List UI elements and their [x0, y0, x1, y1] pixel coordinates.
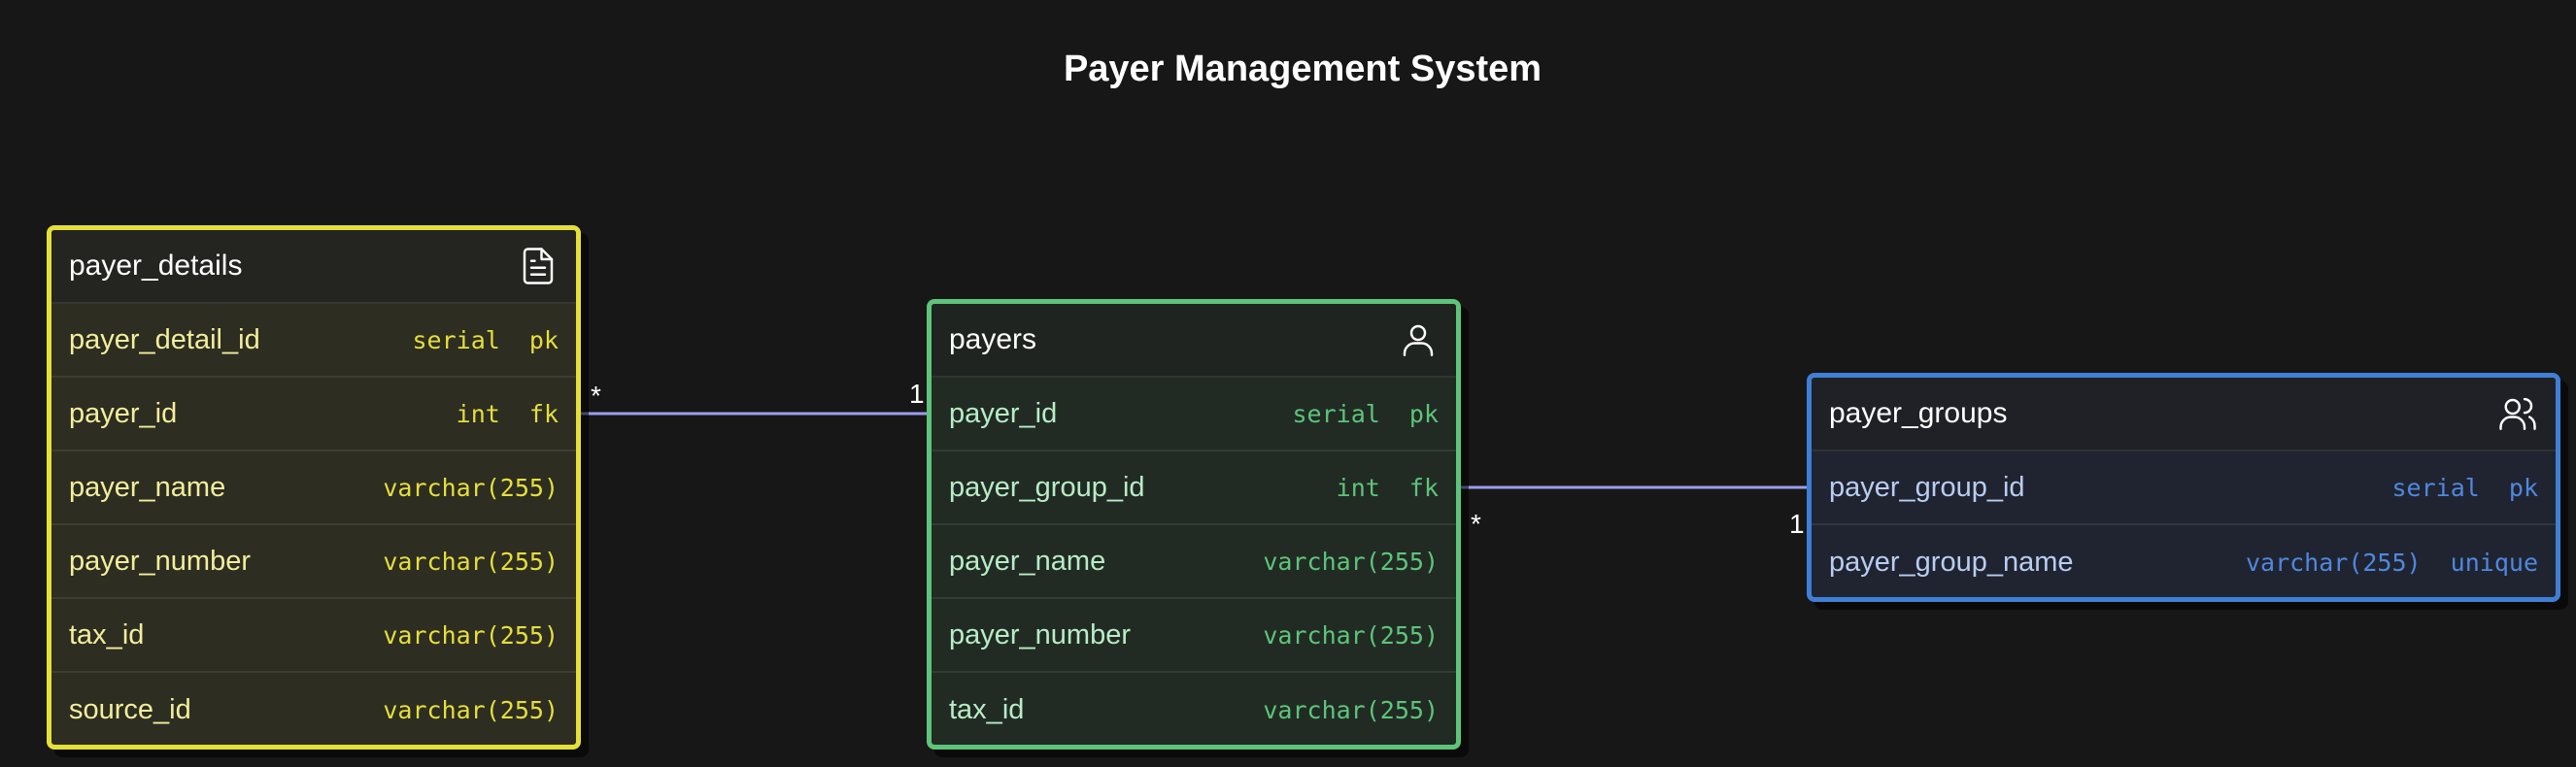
field-name: payer_name: [69, 471, 226, 503]
field-name: payer_group_id: [949, 471, 1145, 503]
field-type: varchar(255): [1263, 547, 1439, 576]
field-name: source_id: [69, 693, 191, 725]
entity-name: payer_details: [69, 250, 243, 282]
field-name: payer_group_name: [1829, 546, 2074, 578]
users-icon: [2497, 393, 2538, 434]
field-row[interactable]: tax_id varchar(255): [932, 673, 1456, 745]
field-name: payer_group_id: [1829, 471, 2025, 503]
cardinality-one-payer-groups: 1: [1789, 509, 1805, 539]
field-name: payer_detail_id: [69, 323, 260, 355]
entity-header: payer_groups: [1812, 378, 2556, 451]
field-type: serial pk: [1292, 399, 1439, 428]
cardinality-many-payers: *: [1471, 509, 1481, 539]
field-type: int fk: [1336, 473, 1439, 502]
field-row[interactable]: payer_number varchar(255): [51, 525, 576, 599]
field-type: serial pk: [412, 325, 559, 354]
diagram-title: Payer Management System: [1063, 49, 1542, 89]
user-icon: [1398, 319, 1439, 360]
entity-header: payers: [932, 304, 1456, 378]
entity-name: payers: [949, 323, 1037, 355]
field-row[interactable]: source_id varchar(255): [51, 673, 576, 745]
field-row[interactable]: payer_name varchar(255): [51, 451, 576, 525]
field-row[interactable]: payer_name varchar(255): [932, 525, 1456, 599]
field-row[interactable]: payer_id serial pk: [932, 378, 1456, 451]
field-row[interactable]: payer_group_id serial pk: [1812, 451, 2556, 525]
field-type: varchar(255) unique: [2245, 548, 2538, 577]
field-type: varchar(255): [1263, 695, 1439, 724]
field-name: payer_name: [949, 545, 1106, 577]
entity-payer-groups[interactable]: payer_groups payer_group_id serial pk pa…: [1807, 373, 2560, 602]
document-icon: [518, 246, 559, 286]
field-type: varchar(255): [383, 695, 559, 724]
field-name: tax_id: [69, 618, 145, 650]
field-type: varchar(255): [383, 620, 559, 650]
entity-name: payer_groups: [1829, 397, 2008, 429]
field-type: varchar(255): [1263, 620, 1439, 650]
field-type: varchar(255): [383, 547, 559, 576]
entity-payers[interactable]: payers payer_id serial pk payer_group_id…: [927, 299, 1461, 750]
field-name: payer_id: [949, 397, 1058, 429]
field-row[interactable]: payer_number varchar(255): [932, 599, 1456, 673]
field-name: payer_id: [69, 397, 178, 429]
field-type: int fk: [456, 399, 559, 428]
field-name: tax_id: [949, 693, 1025, 725]
field-name: payer_number: [949, 618, 1131, 650]
entity-payer-details[interactable]: payer_details payer_detail_id serial pk …: [47, 225, 581, 750]
field-type: varchar(255): [383, 473, 559, 502]
cardinality-many-payer-details: *: [591, 381, 601, 411]
field-row[interactable]: tax_id varchar(255): [51, 599, 576, 673]
field-row[interactable]: payer_group_id int fk: [932, 451, 1456, 525]
cardinality-one-payers: 1: [909, 379, 925, 409]
field-name: payer_number: [69, 545, 251, 577]
field-type: serial pk: [2391, 473, 2538, 502]
field-row[interactable]: payer_group_name varchar(255) unique: [1812, 525, 2556, 597]
field-row[interactable]: payer_id int fk: [51, 378, 576, 451]
entity-header: payer_details: [51, 230, 576, 304]
field-row[interactable]: payer_detail_id serial pk: [51, 304, 576, 378]
